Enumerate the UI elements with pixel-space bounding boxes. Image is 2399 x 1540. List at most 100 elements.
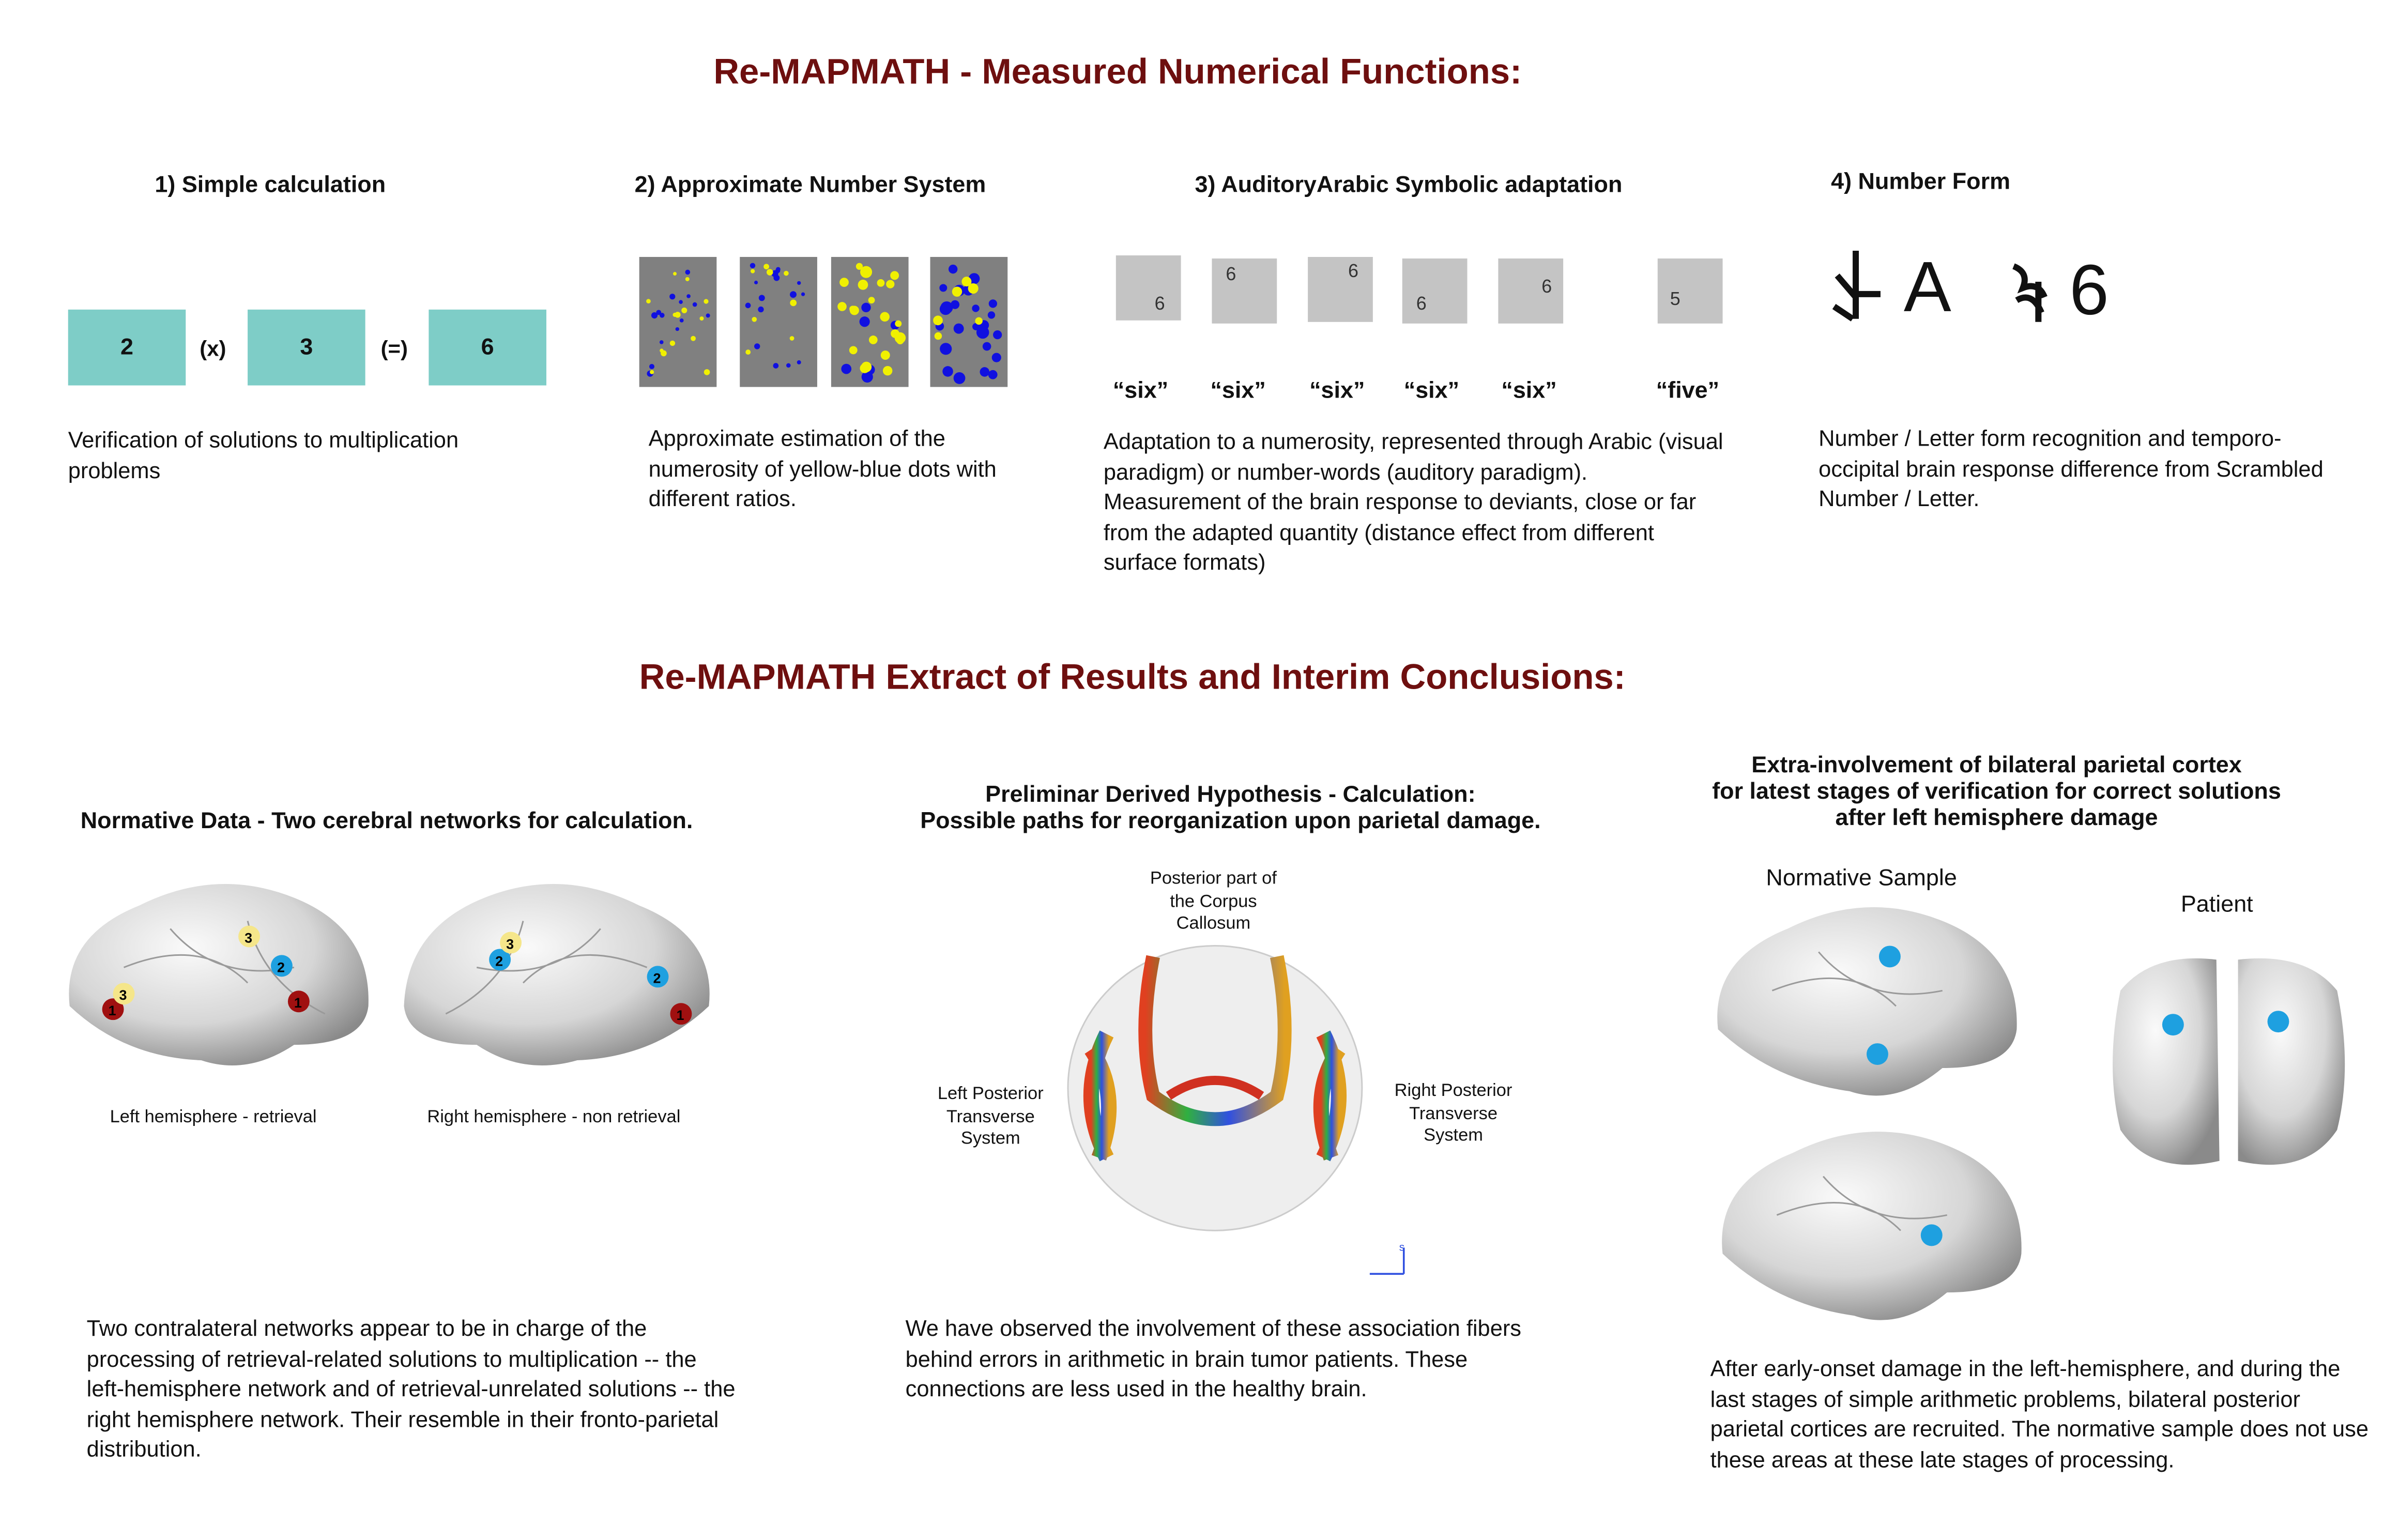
blue-dot <box>651 312 658 319</box>
blue-dot <box>797 281 801 285</box>
right-hemisphere-caption: Right hemisphere - non retrieval <box>427 1108 681 1127</box>
blue-dot <box>991 353 1001 362</box>
digit-stimulus: 6 <box>1498 258 1564 324</box>
digit-stimulus: 6 <box>1116 255 1181 321</box>
yellow-dot <box>858 280 868 290</box>
normative-data-heading: Normative Data - Two cerebral networks f… <box>80 807 693 834</box>
yellow-dot <box>669 340 676 346</box>
yellow-dot <box>877 279 885 287</box>
yellow-dot <box>890 271 899 280</box>
yellow-dot <box>880 312 890 322</box>
yellow-dot <box>685 277 690 281</box>
yellow-dot <box>849 306 857 313</box>
blue-dot <box>773 363 779 369</box>
yellow-dot <box>860 363 870 373</box>
blue-dot <box>953 323 964 334</box>
patient-label: Patient <box>2180 891 2253 918</box>
blue-dot <box>940 343 952 355</box>
blue-dot <box>754 343 760 349</box>
tractography-image: s <box>1067 944 1405 1275</box>
blue-dot <box>750 263 756 268</box>
yellow-dot <box>975 317 983 325</box>
operand-tile: 3 <box>248 309 365 386</box>
yellow-dot <box>691 336 696 341</box>
blue-dot <box>669 294 676 300</box>
blue-dot <box>775 268 781 273</box>
heading-line: after left hemisphere damage <box>1835 804 2158 831</box>
digit: 6 <box>1226 263 1236 285</box>
digit: 6 <box>1348 260 1358 282</box>
blue-dot <box>972 323 980 330</box>
yellow-dot <box>855 263 863 270</box>
hypothesis-heading: Preliminar Derived Hypothesis - Calculat… <box>867 782 1594 834</box>
blue-dot <box>786 363 791 368</box>
digit-stimulus: 6 <box>1308 257 1373 322</box>
blue-dot <box>940 301 953 314</box>
yellow-dot <box>891 329 899 338</box>
yellow-dot <box>650 370 654 374</box>
svg-text:1: 1 <box>294 995 302 1011</box>
number-word: “six” <box>1403 377 1460 404</box>
number-form-heading: 4) Number Form <box>1831 169 2011 195</box>
yellow-dot <box>750 269 755 273</box>
normative-brain-lateral-2 <box>1722 1132 2022 1320</box>
yellow-dot <box>784 270 789 276</box>
blue-dot <box>754 280 758 285</box>
section-title-measured-functions: Re-MAPMATH - Measured Numerical Function… <box>713 51 1522 92</box>
ans-description: Approximate estimation of the numerosity… <box>648 427 997 513</box>
yellow-dot <box>886 280 895 288</box>
yellow-dot <box>968 283 979 294</box>
yellow-dot <box>882 365 893 376</box>
digit-stimulus: 6 <box>1402 258 1468 324</box>
yellow-dot <box>837 302 847 311</box>
blue-dot <box>859 316 870 327</box>
scrambled-letter-icon <box>1832 251 1881 322</box>
bilateral-parietal-description: After early-onset damage in the left-hem… <box>1710 1357 2369 1473</box>
yellow-dot <box>752 316 757 322</box>
yellow-dot <box>646 299 651 304</box>
equals-operator: (=) <box>380 336 408 361</box>
number-word: “six” <box>1210 377 1266 404</box>
blue-dot <box>953 372 966 384</box>
simple-calculation-heading: 1) Simple calculation <box>155 172 386 199</box>
marker-1 <box>102 998 124 1020</box>
blue-dot <box>861 371 873 383</box>
symbolic-adaptation-description: Adaptation to a numerosity, represented … <box>1103 430 1723 576</box>
blue-dot <box>656 310 662 315</box>
yellow-dot <box>895 320 902 327</box>
operand-tile: 2 <box>68 309 186 386</box>
right-hemisphere-brain: 2 3 2 1 <box>404 884 710 1066</box>
yellow-dot <box>789 336 794 341</box>
number-word: “six” <box>1309 377 1365 404</box>
blue-dot <box>987 311 996 319</box>
blue-dot <box>841 363 852 374</box>
heading-line: Possible paths for reorganization upon p… <box>920 807 1541 834</box>
number-form: 6 <box>2069 249 2109 330</box>
digit-stimulus: 6 <box>1212 258 1277 324</box>
blue-dot <box>679 300 683 304</box>
blue-dot <box>942 366 953 377</box>
number-word: “six” <box>1112 377 1169 404</box>
axis-label: s <box>1399 1241 1404 1253</box>
yellow-dot <box>860 266 873 278</box>
heading-line: Preliminar Derived Hypothesis - Calculat… <box>985 782 1476 808</box>
yellow-dot <box>933 315 943 326</box>
blue-dot <box>988 370 998 379</box>
yellow-dot <box>763 264 770 270</box>
heading-line: for latest stages of verification for co… <box>1712 779 2281 805</box>
blue-dot <box>686 294 691 298</box>
blue-dot <box>797 360 801 364</box>
yellow-dot <box>681 307 687 313</box>
yellow-dot <box>699 316 704 321</box>
yellow-dot <box>868 336 878 344</box>
multiply-operator: (x) <box>200 336 226 361</box>
scrambled-number-icon <box>2012 263 2047 322</box>
heading-line: Extra-involvement of bilateral parietal … <box>1751 752 2242 779</box>
digit: 6 <box>1154 292 1165 314</box>
blue-dot <box>948 264 958 274</box>
blue-dot <box>745 302 751 309</box>
svg-text:3: 3 <box>506 936 514 952</box>
blue-dot <box>972 304 980 312</box>
yellow-dot <box>961 277 972 287</box>
